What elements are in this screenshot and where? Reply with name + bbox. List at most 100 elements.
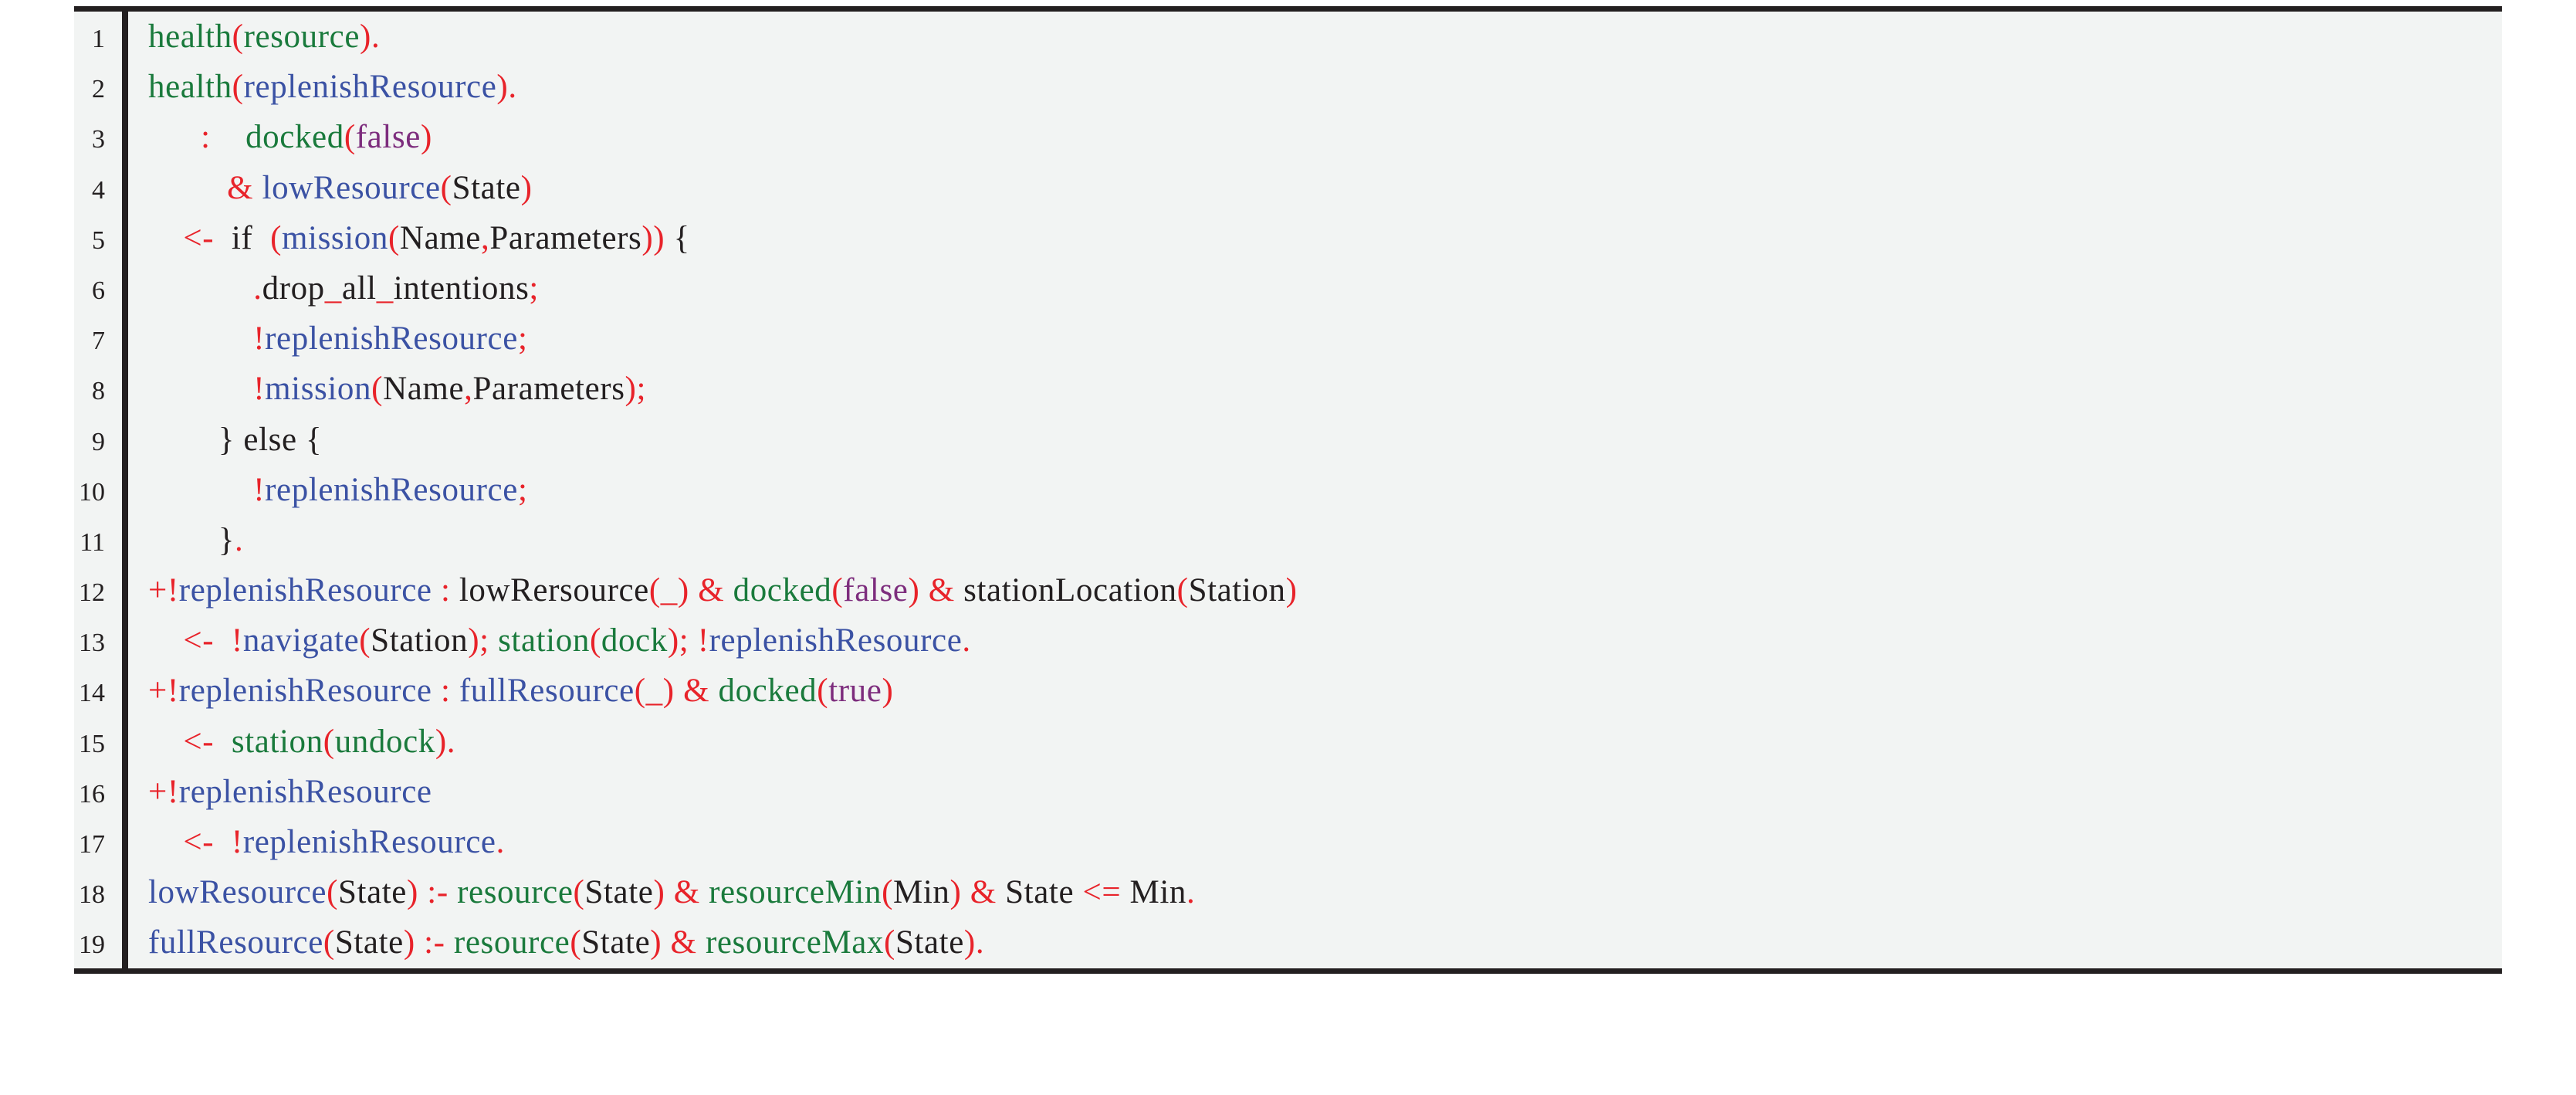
- code-line: 13 <- !navigate(Station); station(dock);…: [74, 615, 2502, 666]
- gutter-rule: [122, 162, 128, 213]
- code-token: replenishResource: [265, 471, 518, 508]
- code-token: [697, 924, 706, 961]
- code-token: health: [148, 69, 232, 106]
- code-token: }: [148, 521, 235, 558]
- code-text: health(resource).: [128, 12, 2502, 62]
- code-token: [253, 170, 262, 206]
- code-token: !: [253, 471, 266, 508]
- code-token: (: [573, 874, 585, 911]
- code-token: Name: [383, 371, 465, 408]
- code-token: (: [589, 622, 601, 659]
- code-token: [675, 673, 683, 709]
- code-text: <- !replenishResource.: [128, 817, 2502, 867]
- code-token: replenishResource: [178, 773, 432, 810]
- code-line: 7 !replenishResource;: [74, 314, 2502, 364]
- code-line: 12+!replenishResource : lowRersource(_) …: [74, 565, 2502, 616]
- code-token: +!: [148, 572, 179, 609]
- gutter-rule: [122, 514, 128, 566]
- code-token: drop: [262, 270, 325, 307]
- code-token: fullResource: [148, 924, 323, 961]
- code-token: [432, 572, 441, 609]
- code-token: ): [949, 874, 962, 911]
- code-token: .: [975, 924, 985, 961]
- code-token: ,: [464, 371, 473, 408]
- code-text: !mission(Name,Parameters);: [128, 364, 2502, 414]
- code-token: resource: [243, 19, 361, 55]
- code-token: .: [496, 824, 505, 860]
- line-number: 3: [92, 125, 105, 154]
- code-token: .: [962, 622, 971, 659]
- code-token: ): [650, 924, 662, 961]
- code-token: [148, 220, 183, 256]
- code-token: (: [440, 169, 452, 206]
- code-token: (: [831, 572, 844, 609]
- code-token: [148, 824, 183, 860]
- code-token: [214, 824, 232, 860]
- code-token: [418, 874, 427, 910]
- code-token: ): [963, 924, 976, 961]
- code-token: <=: [1082, 874, 1122, 911]
- code-token: undock: [334, 723, 435, 760]
- code-token: (: [359, 622, 371, 659]
- line-number: 1: [92, 25, 105, 53]
- code-text: : docked(false): [128, 112, 2502, 162]
- line-number: 13: [79, 629, 105, 658]
- code-line: 3 : docked(false): [74, 112, 2502, 163]
- line-number: 10: [79, 477, 105, 507]
- code-token: false: [843, 572, 909, 609]
- code-token: if: [214, 219, 271, 256]
- code-token: :-: [427, 874, 449, 911]
- code-token: navigate: [242, 622, 360, 659]
- code-text: } else {: [128, 415, 2502, 465]
- code-token: ): [407, 874, 418, 911]
- line-number: 15: [79, 729, 105, 758]
- code-token: &: [673, 874, 700, 911]
- line-number: 2: [92, 75, 105, 104]
- line-number: 18: [79, 880, 105, 910]
- code-token: ): [882, 673, 894, 710]
- code-token: );: [468, 622, 489, 659]
- code-token: .: [371, 19, 381, 55]
- line-number: 7: [92, 327, 105, 356]
- code-token: false: [355, 119, 421, 156]
- code-token: mission: [265, 371, 372, 408]
- line-number: 5: [92, 225, 105, 255]
- code-token: [449, 874, 457, 910]
- code-line: 14+!replenishResource : fullResource(_) …: [74, 666, 2502, 717]
- code-token: Parameters: [472, 371, 625, 408]
- code-token: intentions: [393, 270, 530, 307]
- code-token: [919, 572, 928, 609]
- code-token: (: [371, 371, 384, 408]
- code-token: ): [435, 723, 447, 760]
- gutter-rule: [122, 212, 128, 263]
- gutter-rule: [122, 112, 128, 163]
- code-token: health: [148, 19, 232, 55]
- code-token: +!: [148, 773, 179, 810]
- code-token: resource: [457, 874, 574, 911]
- code-token: (: [884, 924, 895, 961]
- code-token: :: [440, 572, 451, 609]
- code-token: (: [232, 19, 244, 55]
- code-token: replenishResource: [243, 69, 497, 106]
- code-token: replenishResource: [709, 622, 963, 659]
- code-token: all: [341, 270, 377, 307]
- code-token: docked: [733, 572, 832, 609]
- code-token: resourceMax: [705, 924, 885, 961]
- code-token: <-: [183, 622, 215, 659]
- code-token: ): [1285, 572, 1298, 609]
- code-token: lowResource: [262, 169, 441, 206]
- code-token: ): [496, 69, 509, 106]
- code-line: 8 !mission(Name,Parameters);: [74, 364, 2502, 415]
- line-number: 8: [92, 377, 105, 406]
- code-token: State: [334, 924, 404, 961]
- gutter-rule: [122, 12, 128, 63]
- line-number: 4: [92, 175, 105, 205]
- gutter-rule: [122, 817, 128, 868]
- code-token: (: [323, 723, 335, 760]
- code-token: station: [231, 723, 323, 760]
- code-token: (: [327, 874, 339, 911]
